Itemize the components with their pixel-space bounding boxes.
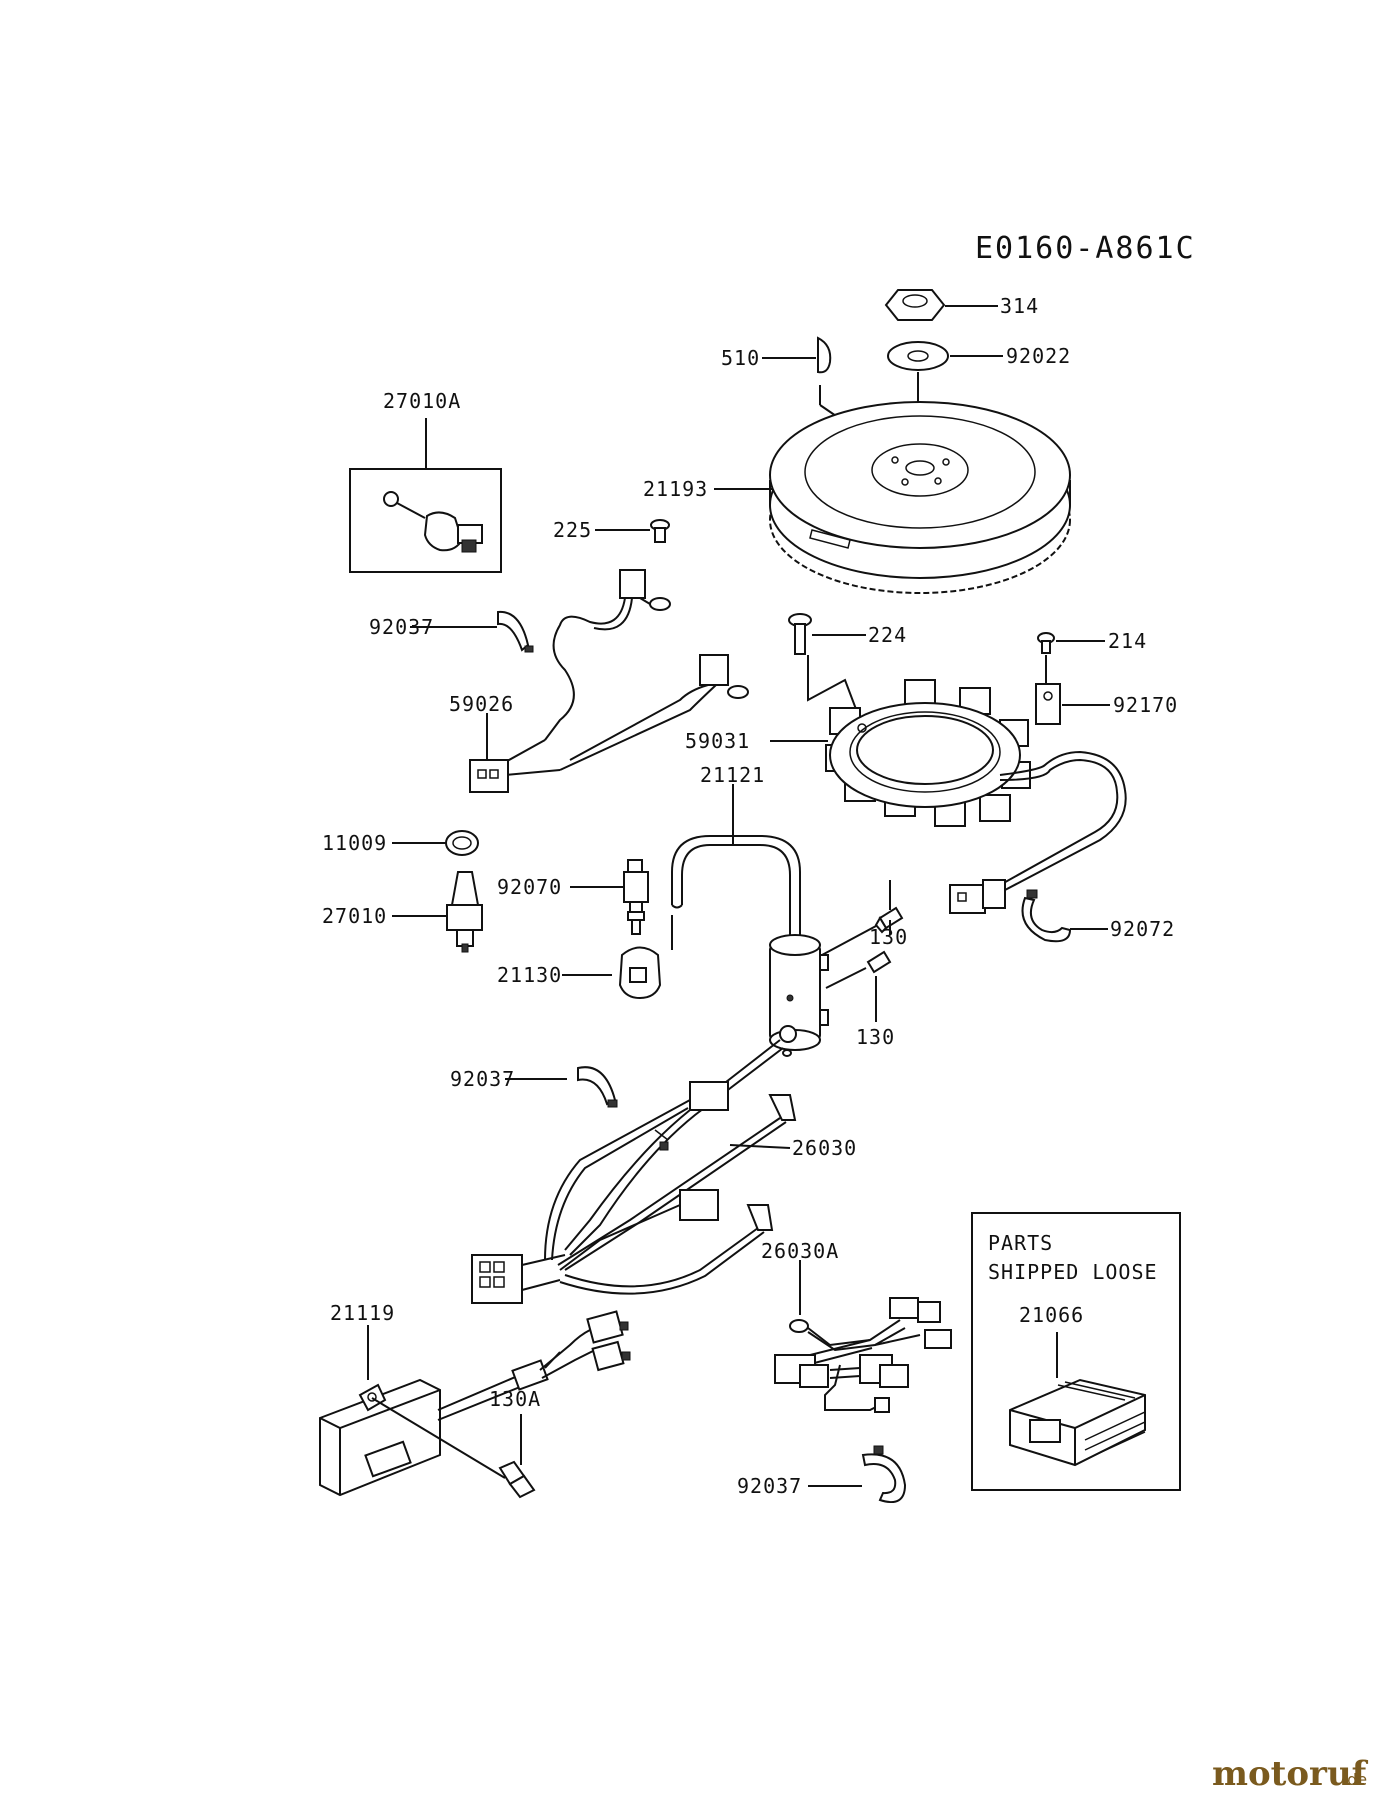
part-ignition-coil-21121 xyxy=(671,835,829,1057)
label-130-upper: 130 xyxy=(869,925,908,949)
part-screw-130A xyxy=(498,1460,536,1499)
parts-box-line1: PARTS xyxy=(988,1231,1053,1255)
parts-shipped-loose-box xyxy=(971,1212,1181,1491)
part-screw-130-lower xyxy=(866,950,892,974)
watermark-suffix: .de xyxy=(1342,1770,1367,1789)
label-27010: 27010 xyxy=(322,904,387,928)
part-clamp-92072 xyxy=(1021,889,1072,943)
label-92170: 92170 xyxy=(1113,693,1178,717)
part-harness-59026 xyxy=(469,569,749,793)
part-washer-92022 xyxy=(887,341,949,371)
part-stator-59031 xyxy=(825,679,1031,827)
label-21119: 21119 xyxy=(330,1301,395,1325)
part-clamp-92037-mid xyxy=(577,1066,618,1108)
part-cap-21130 xyxy=(618,946,662,1000)
part-switch-27010A xyxy=(383,491,483,553)
part-key-510 xyxy=(817,336,832,374)
label-92037-bottom: 92037 xyxy=(737,1474,802,1498)
part-screw-225 xyxy=(650,519,670,543)
label-27010A: 27010A xyxy=(383,389,461,413)
watermark-logo: motoruf .de xyxy=(1212,1754,1369,1794)
label-225: 225 xyxy=(553,518,592,542)
watermark-brand: motoruf xyxy=(1212,1754,1369,1794)
part-screw-214 xyxy=(1037,632,1055,654)
label-21130: 21130 xyxy=(497,963,562,987)
part-screw-130-upper xyxy=(874,906,904,934)
label-26030: 26030 xyxy=(792,1136,857,1160)
part-connector-59031 xyxy=(949,879,1006,914)
label-21066: 21066 xyxy=(1019,1303,1084,1327)
part-clamp-92037-top xyxy=(497,610,534,653)
label-26030A: 26030A xyxy=(761,1239,839,1263)
part-screw-224 xyxy=(788,613,812,655)
label-11009: 11009 xyxy=(322,831,387,855)
label-92037-mid: 92037 xyxy=(450,1067,515,1091)
part-washer-11009 xyxy=(445,830,479,856)
part-switch-27010 xyxy=(446,871,483,953)
part-flywheel-21193 xyxy=(769,401,1071,594)
label-59031: 59031 xyxy=(685,729,750,753)
label-21193: 21193 xyxy=(643,477,708,501)
parts-box-line2: SHIPPED LOOSE xyxy=(988,1260,1158,1284)
label-92070: 92070 xyxy=(497,875,562,899)
label-21121: 21121 xyxy=(700,763,765,787)
part-harness-26030 xyxy=(471,1025,797,1304)
part-plug-92070 xyxy=(623,859,649,935)
label-92037-top: 92037 xyxy=(369,615,434,639)
part-regulator-21066 xyxy=(1009,1378,1146,1467)
part-module-21119 xyxy=(319,1310,631,1497)
part-nut-314 xyxy=(884,289,946,321)
label-59026: 59026 xyxy=(449,692,514,716)
part-plate-92170 xyxy=(1035,683,1061,725)
label-92072: 92072 xyxy=(1110,917,1175,941)
label-130A: 130A xyxy=(489,1387,541,1411)
diagram-code: E0160-A861C xyxy=(975,231,1196,266)
part-harness-26030A xyxy=(774,1297,952,1413)
label-510: 510 xyxy=(721,346,760,370)
label-214: 214 xyxy=(1108,629,1147,653)
label-224: 224 xyxy=(868,623,907,647)
label-314: 314 xyxy=(1000,294,1039,318)
part-clamp-92037-bottom xyxy=(861,1445,907,1504)
box-27010A xyxy=(349,468,502,573)
label-130-lower: 130 xyxy=(856,1025,895,1049)
label-92022: 92022 xyxy=(1006,344,1071,368)
